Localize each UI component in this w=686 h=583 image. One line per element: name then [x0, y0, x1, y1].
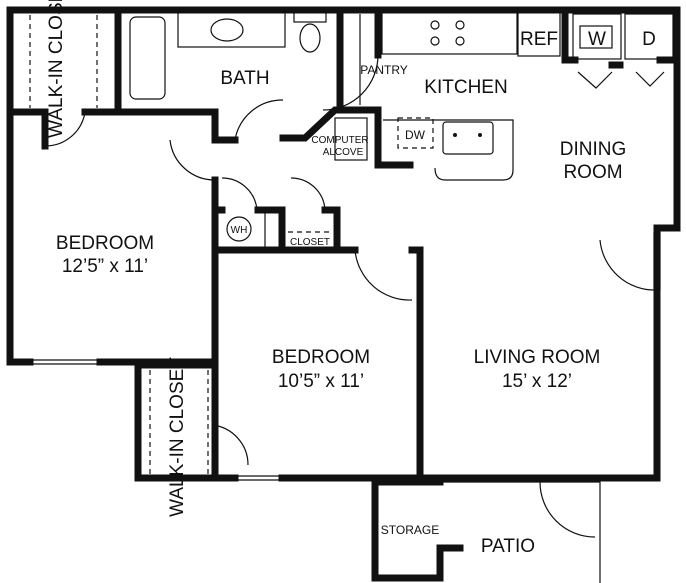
- vanity-icon: [177, 11, 286, 48]
- sink-icon: [210, 18, 244, 42]
- computer-alcove-label: COMPUTER: [311, 135, 368, 146]
- walk-in-closet-label: WALK-IN CLOSET: [46, 0, 67, 138]
- computer-icon: [334, 117, 368, 161]
- bedroom2-label: BEDROOM: [272, 347, 370, 368]
- doors: [44, 54, 658, 538]
- bath-label: BATH: [220, 68, 269, 89]
- dryer-icon: [624, 13, 674, 60]
- dining-label-2: ROOM: [563, 162, 622, 183]
- counter: [381, 11, 518, 55]
- stove-icon: [430, 20, 465, 46]
- kitchen-label: KITCHEN: [424, 77, 507, 98]
- washer-icon: [572, 13, 622, 60]
- washer-label: W: [588, 29, 606, 50]
- dw-label: DW: [405, 128, 426, 142]
- living-room-size: 15’ x 12’: [502, 371, 572, 392]
- dryer-label: D: [642, 29, 656, 50]
- bedroom1-size: 12’5” x 11’: [62, 256, 148, 277]
- patio-label: PATIO: [481, 536, 535, 557]
- dining-label: DINING: [560, 139, 627, 160]
- computer-alcove-label-2: ALCOVE: [323, 147, 364, 158]
- bathtub-icon: [129, 16, 166, 100]
- toilet-icon: [299, 23, 321, 53]
- living-room-label: LIVING ROOM: [474, 347, 601, 368]
- water-heater-label: WH: [231, 225, 248, 236]
- closet-label: CLOSET: [290, 237, 330, 248]
- fixtures: [29, 11, 674, 583]
- room-labels: WALK-IN CLOSET BATH PANTRY KITCHEN REF W…: [46, 0, 656, 557]
- walk-in-closet-2-label: WALK-IN CLOSET: [167, 357, 188, 517]
- pantry-label: PANTRY: [360, 63, 408, 77]
- ref-label: REF: [520, 29, 558, 50]
- refrigerator-icon: [517, 11, 561, 57]
- bedroom2-size: 10’5” x 11’: [278, 371, 364, 392]
- storage-label: STORAGE: [381, 523, 439, 537]
- water-heater-icon: [226, 216, 252, 242]
- walls: [6, 6, 681, 582]
- bedroom1-label: BEDROOM: [56, 233, 154, 254]
- kitchen-sink-icon: [442, 121, 494, 155]
